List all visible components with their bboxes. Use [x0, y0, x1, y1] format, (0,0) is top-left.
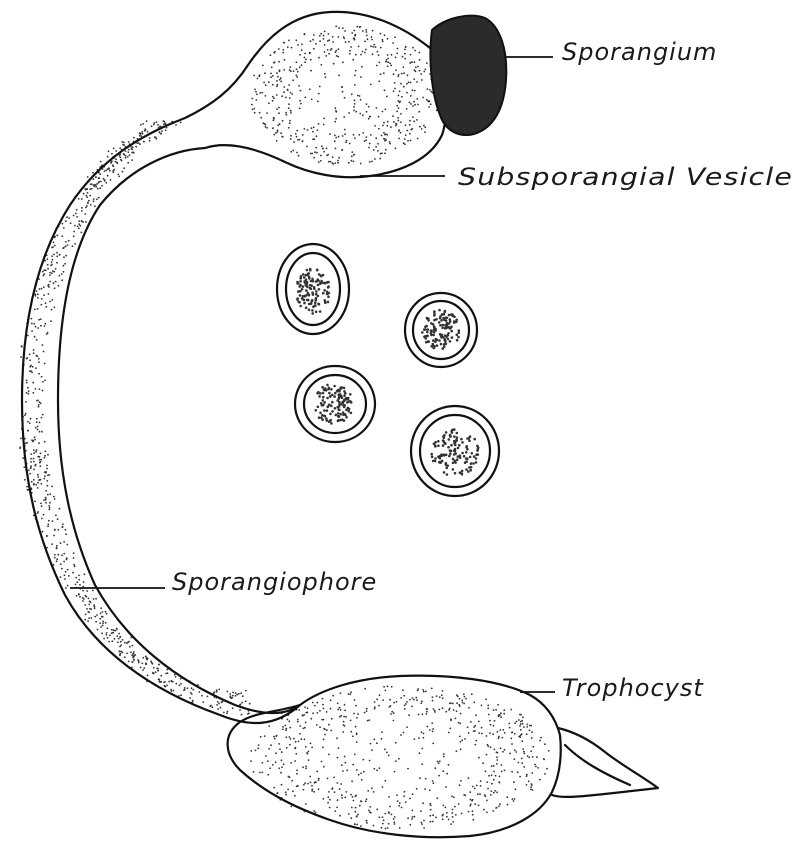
trophocyst-label: Trophocyst [562, 674, 704, 702]
subsporangial-vesicle-stipple [251, 25, 440, 165]
sporangiophore-stipple [19, 120, 251, 715]
subsporangial-vesicle-outline [205, 78, 446, 177]
subsporangial-vesicle-label: Subsporangial Vesicle [458, 163, 793, 191]
spore [405, 293, 477, 367]
trophocyst-tip [552, 728, 658, 797]
sporangiophore-label: Sporangiophore [172, 568, 377, 596]
sporangium [430, 16, 506, 135]
spore [411, 406, 499, 496]
sporangium-label: Sporangium [562, 38, 717, 66]
spore [277, 244, 349, 334]
spore [295, 366, 375, 442]
sporangiophore-inner-outline [58, 148, 300, 713]
trophocyst-outline [228, 676, 561, 838]
trophocyst-tip-inner [565, 745, 630, 785]
